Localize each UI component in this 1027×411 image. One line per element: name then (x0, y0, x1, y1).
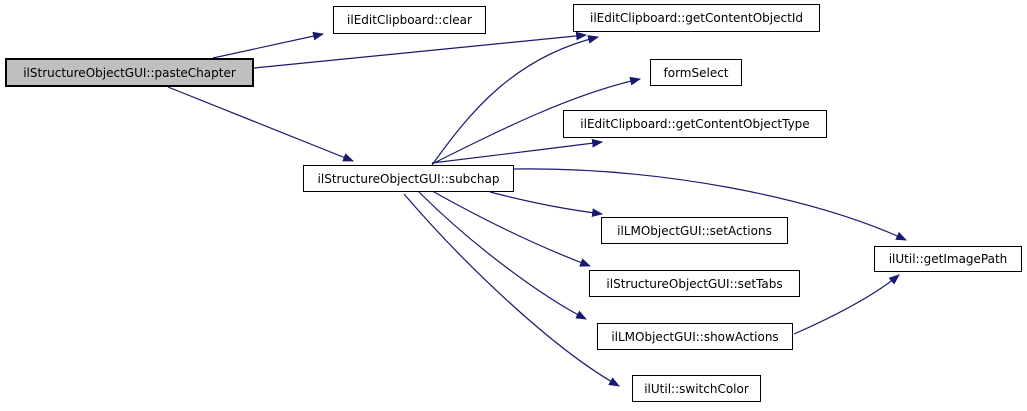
edge-subchap-to-getContentObjectType (431, 138, 604, 164)
edge-pasteChapter-to-clear (212, 31, 325, 59)
graph-node-label: ilLMObjectGUI::setActions (617, 223, 772, 238)
edge-subchap-to-setTabs (433, 191, 592, 267)
graph-node-label: ilEditClipboard::getContentObjectType (580, 117, 810, 131)
graph-node-setTabs[interactable]: ilStructureObjectGUI::setTabs (589, 270, 800, 297)
graph-node-getImagePath[interactable]: ilUtil::getImagePath (874, 246, 1022, 272)
graph-node-label: ilStructureObjectGUI::setTabs (606, 276, 783, 291)
graph-node-clear[interactable]: ilEditClipboard::clear (333, 6, 486, 34)
graph-node-label: ilEditClipboard::getContentObjectId (590, 11, 803, 25)
graph-node-label: ilUtil::getImagePath (888, 252, 1008, 266)
edge-showActions-to-getImagePath (793, 274, 900, 335)
graph-node-switchColor[interactable]: ilUtil::switchColor (632, 375, 761, 402)
graph-node-showActions[interactable]: ilLMObjectGUI::showActions (597, 323, 793, 350)
graph-node-setActions[interactable]: ilLMObjectGUI::setActions (601, 217, 788, 244)
edge-pasteChapter-to-subchap (167, 86, 355, 162)
graph-node-formSelect[interactable]: formSelect (650, 59, 742, 86)
edge-pasteChapter-to-getContentObjectId (253, 31, 588, 69)
graph-node-label: ilUtil::switchColor (644, 381, 749, 396)
graph-node-label: ilStructureObjectGUI::subchap (317, 171, 500, 186)
graph-node-getContentObjectType[interactable]: ilEditClipboard::getContentObjectType (563, 110, 827, 138)
edge-subchap-to-getContentObjectId (431, 35, 600, 166)
graph-node-label: ilStructureObjectGUI::pasteChapter (23, 65, 236, 80)
graph-node-label: formSelect (663, 65, 729, 80)
edge-subchap-to-getImagePath (513, 168, 907, 241)
graph-node-subchap[interactable]: ilStructureObjectGUI::subchap (303, 165, 514, 192)
graph-node-getContentObjectId[interactable]: ilEditClipboard::getContentObjectId (573, 4, 820, 32)
edge-subchap-to-formSelect (431, 76, 642, 165)
graph-node-label: ilEditClipboard::clear (347, 13, 472, 27)
edge-subchap-to-switchColor (403, 193, 620, 387)
edge-subchap-to-showActions (418, 191, 587, 320)
graph-node-pasteChapter: ilStructureObjectGUI::pasteChapter (5, 58, 254, 87)
edge-subchap-to-setActions (489, 191, 604, 218)
graph-node-label: ilLMObjectGUI::showActions (611, 329, 779, 344)
